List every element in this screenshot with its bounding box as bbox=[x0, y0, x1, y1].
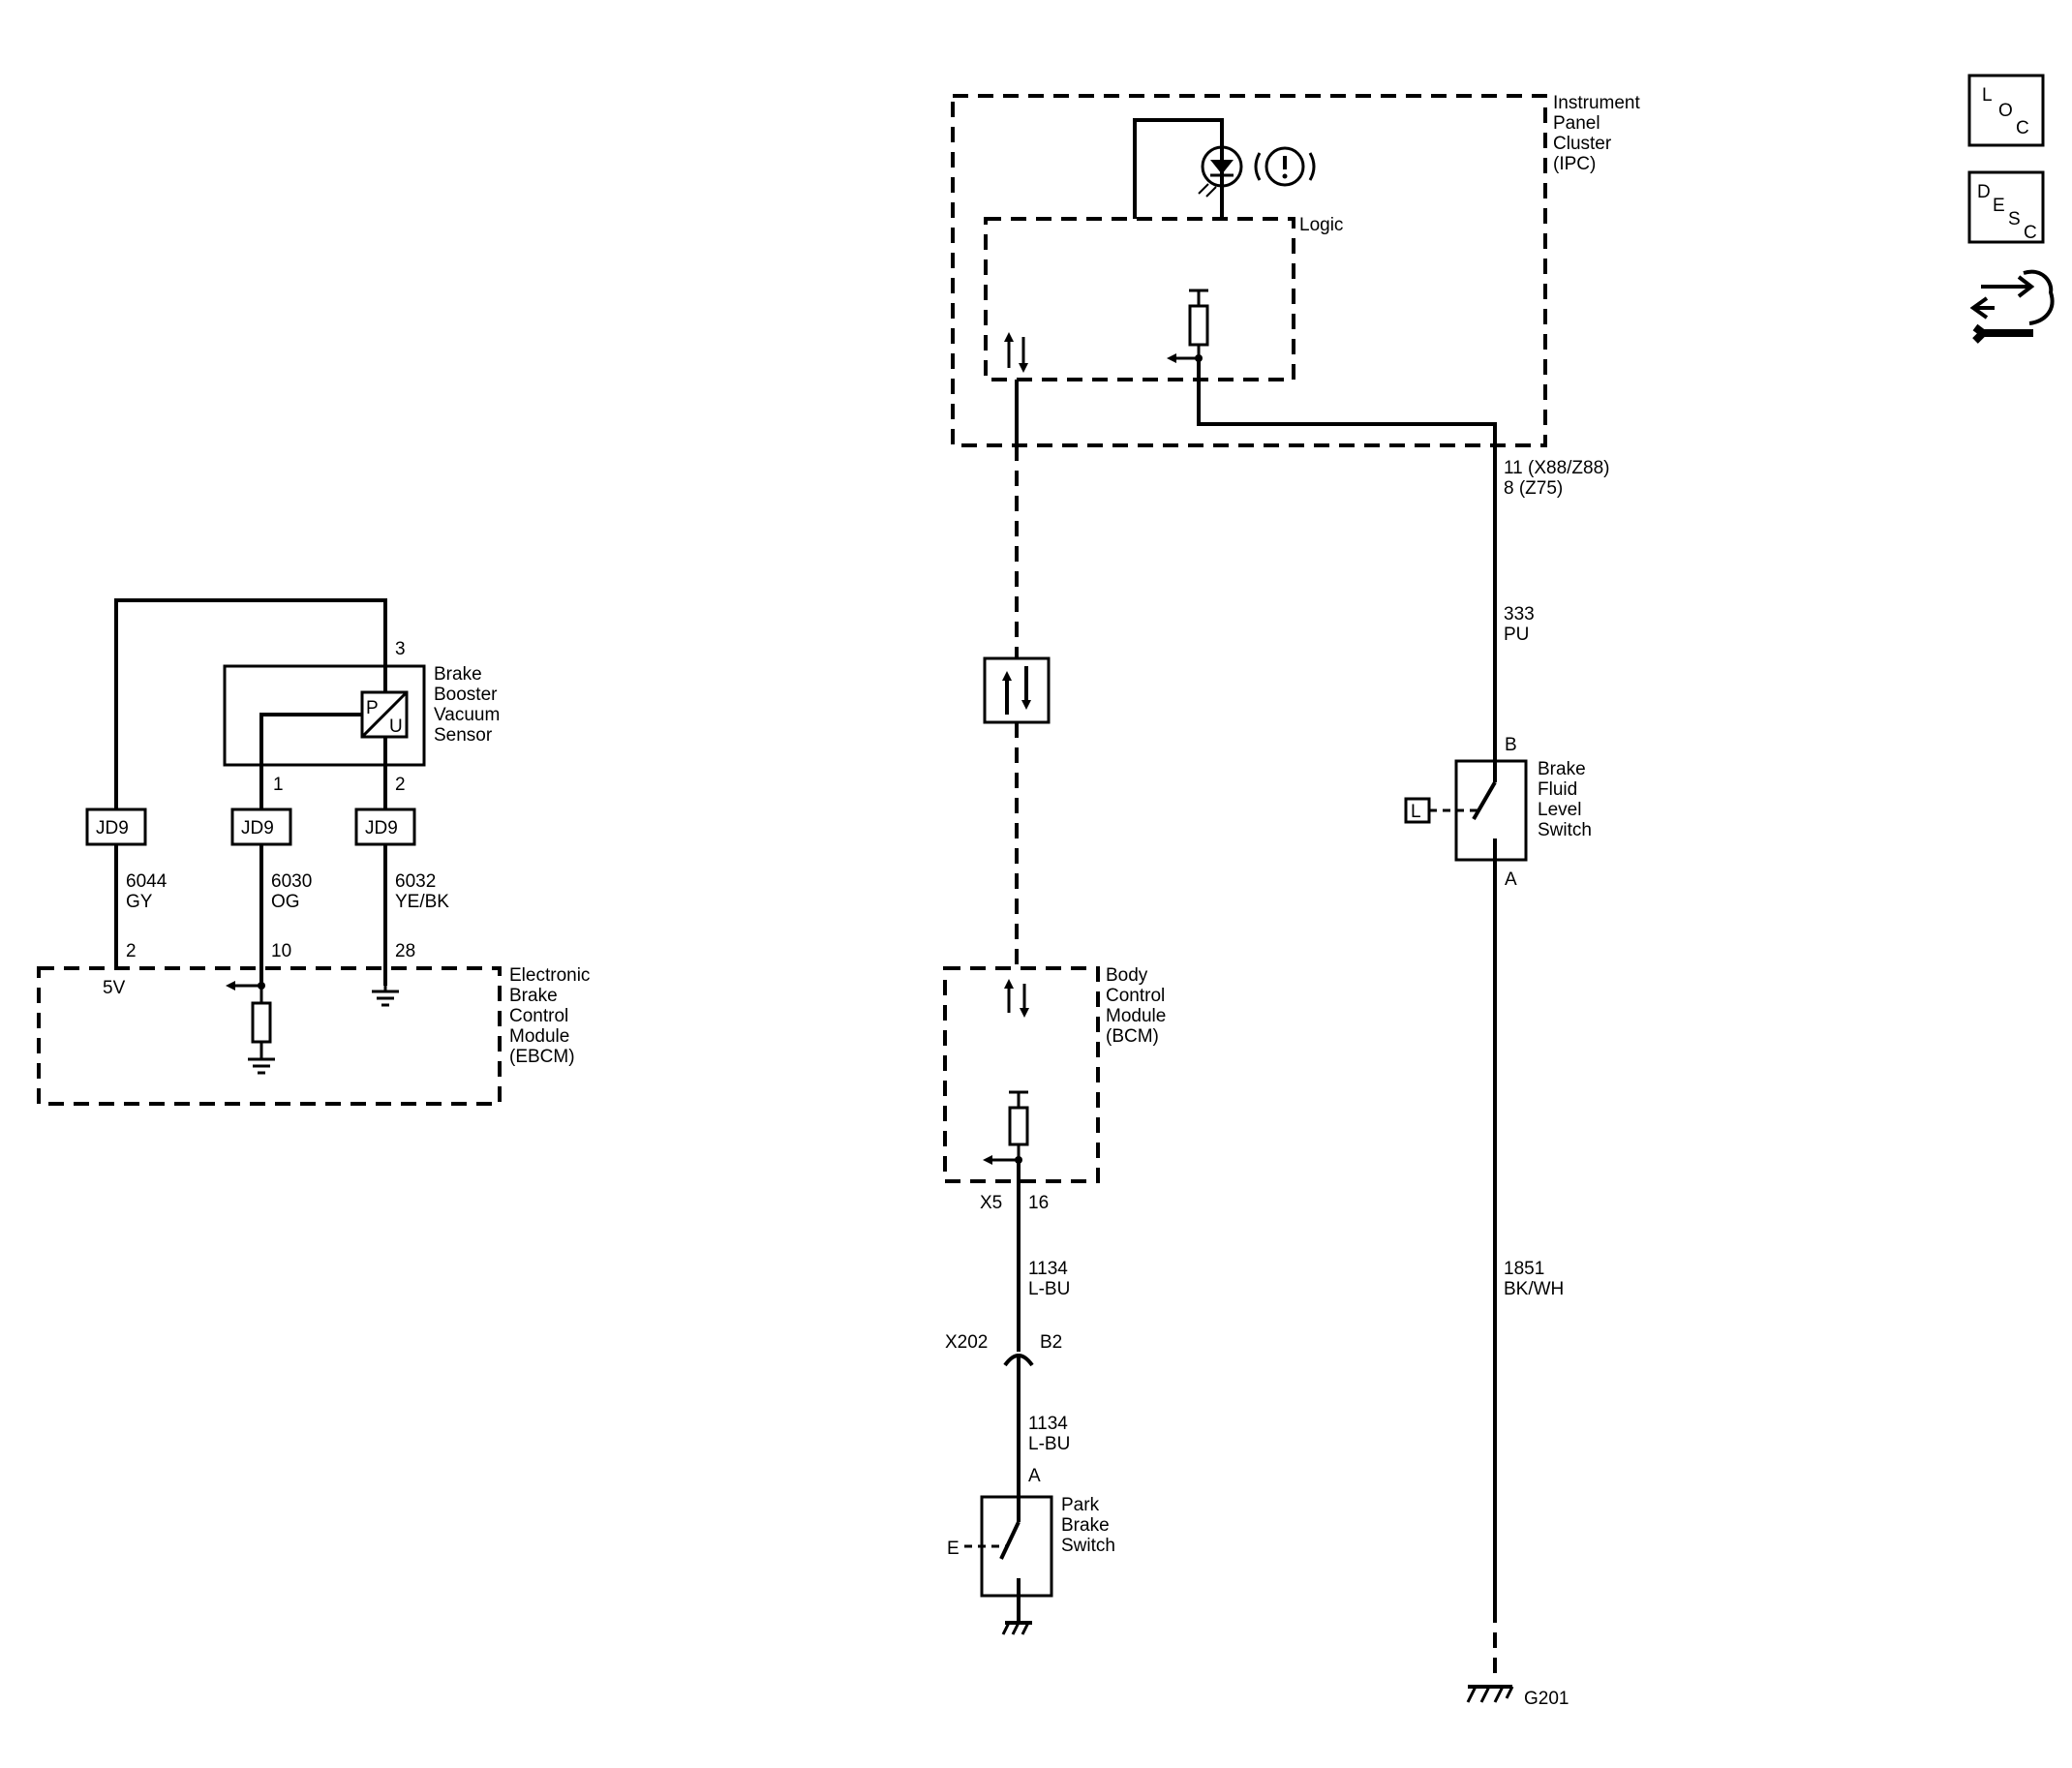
ipc-input-resistor-icon bbox=[1167, 289, 1209, 363]
wire-6030 bbox=[259, 713, 362, 809]
wire-333 bbox=[1197, 358, 1497, 761]
wire-1851-color: BK/WH bbox=[1504, 1279, 1564, 1299]
ebcm-pin-10: 10 bbox=[271, 941, 291, 961]
connector-wrench-icon[interactable] bbox=[1969, 269, 2055, 344]
svg-text:Module: Module bbox=[1106, 1006, 1166, 1026]
svg-text:Instrument: Instrument bbox=[1553, 93, 1640, 113]
wire-1134-upper-color: L-BU bbox=[1028, 1279, 1070, 1299]
svg-text:3: 3 bbox=[395, 639, 406, 659]
svg-text:Booster: Booster bbox=[434, 685, 498, 705]
serial-data-icon bbox=[983, 656, 1051, 724]
svg-text:2: 2 bbox=[395, 775, 406, 795]
ebcm-input-resistor-icon bbox=[226, 981, 275, 1075]
park-brake-switch: A E Park Brake Switch bbox=[947, 1466, 1115, 1623]
svg-text:C: C bbox=[2024, 223, 2037, 243]
bcm-connector-label: X5 bbox=[980, 1193, 1002, 1213]
svg-text:P: P bbox=[366, 698, 379, 718]
svg-text:JD9: JD9 bbox=[365, 818, 398, 838]
wire-6030-color: OG bbox=[271, 892, 300, 912]
svg-text:Brake: Brake bbox=[509, 986, 558, 1006]
ebcm-ground-icon bbox=[372, 986, 399, 1007]
svg-text:JD9: JD9 bbox=[241, 818, 274, 838]
brake-warning-lamp-icon bbox=[1133, 118, 1316, 219]
svg-text:Vacuum: Vacuum bbox=[434, 705, 500, 725]
svg-text:B: B bbox=[1505, 735, 1517, 755]
wire-333-color: PU bbox=[1504, 625, 1529, 645]
wire-6032-color: YE/BK bbox=[395, 892, 449, 912]
svg-text:Cluster: Cluster bbox=[1553, 134, 1612, 154]
ebcm-pin-2: 2 bbox=[126, 941, 137, 961]
wire-6044-color: GY bbox=[126, 892, 153, 912]
ipc-module: Instrument Panel Cluster (IPC) bbox=[951, 93, 1640, 447]
svg-text:A: A bbox=[1028, 1466, 1041, 1486]
wire-1134-lower-circuit: 1134 bbox=[1028, 1414, 1068, 1434]
svg-text:Module: Module bbox=[509, 1026, 569, 1047]
wire-1134-lower-color: L-BU bbox=[1028, 1434, 1070, 1454]
svg-text:Body: Body bbox=[1106, 965, 1148, 986]
brake-fluid-level-switch: B L Brake Fluid Level Switch A bbox=[1404, 735, 1592, 890]
loc-icon[interactable]: L O C bbox=[1967, 74, 2045, 147]
desc-icon[interactable]: D E S C bbox=[1967, 170, 2045, 244]
svg-text:Control: Control bbox=[1106, 986, 1165, 1006]
level-sensor-icon bbox=[1404, 797, 1431, 824]
wire-6032-circuit: 6032 bbox=[395, 871, 436, 892]
ipc-serial-data-icon bbox=[1004, 332, 1028, 373]
svg-text:E: E bbox=[1993, 196, 2005, 216]
connector-jd9-2: JD9 bbox=[230, 808, 292, 846]
inline-connector-x202-icon: X202 B2 bbox=[945, 1332, 1062, 1375]
wire-6030-circuit: 6030 bbox=[271, 871, 312, 892]
bcm-serial-data-icon bbox=[1004, 979, 1029, 1018]
svg-text:Sensor: Sensor bbox=[434, 725, 493, 746]
svg-text:Level: Level bbox=[1538, 800, 1581, 820]
svg-text:Electronic: Electronic bbox=[509, 965, 590, 986]
svg-text:L: L bbox=[1982, 85, 1993, 106]
ground-g201-icon: G201 bbox=[1466, 1685, 1569, 1709]
svg-text:C: C bbox=[2016, 118, 2029, 138]
bcm-module: Body Control Module (BCM) bbox=[943, 965, 1166, 1183]
svg-text:Logic: Logic bbox=[1299, 215, 1343, 235]
svg-text:Brake: Brake bbox=[1061, 1515, 1110, 1536]
svg-text:Switch: Switch bbox=[1061, 1536, 1115, 1556]
wire-1851-circuit: 1851 bbox=[1504, 1259, 1544, 1279]
svg-text:Control: Control bbox=[509, 1006, 568, 1026]
ground-g201-label: G201 bbox=[1524, 1689, 1569, 1709]
svg-text:(EBCM): (EBCM) bbox=[509, 1047, 575, 1067]
chassis-ground-icon bbox=[1001, 1621, 1032, 1635]
bcm-input-resistor-icon bbox=[983, 1090, 1029, 1165]
svg-text:D: D bbox=[1977, 182, 1991, 202]
svg-text:Park: Park bbox=[1061, 1495, 1100, 1515]
svg-text:L: L bbox=[1411, 802, 1421, 822]
svg-text:O: O bbox=[1998, 101, 2013, 121]
ebcm-5v-label: 5V bbox=[103, 978, 126, 998]
svg-text:U: U bbox=[389, 716, 403, 737]
ipc-pin-label: 11 (X88/Z88) bbox=[1504, 458, 1609, 478]
ebcm-module: Electronic Brake Control Module (EBCM) 5… bbox=[37, 965, 590, 1106]
svg-text:Switch: Switch bbox=[1538, 820, 1592, 840]
svg-text:1: 1 bbox=[273, 775, 284, 795]
connector-jd9-1: JD9 bbox=[85, 808, 147, 846]
bcm-pin-label: 16 bbox=[1028, 1193, 1049, 1213]
brake-booster-vacuum-sensor: P U Brake Booster Vacuum Sensor 3 1 2 bbox=[223, 639, 500, 795]
wire-6044 bbox=[114, 598, 387, 809]
park-brake-actuator-icon: E bbox=[947, 1539, 960, 1559]
svg-text:A: A bbox=[1505, 869, 1517, 890]
svg-text:Brake: Brake bbox=[1538, 759, 1586, 779]
connector-jd9-3: JD9 bbox=[354, 808, 416, 846]
svg-text:(IPC): (IPC) bbox=[1553, 154, 1596, 174]
svg-text:B2: B2 bbox=[1040, 1332, 1062, 1353]
svg-text:X202: X202 bbox=[945, 1332, 988, 1353]
svg-text:Fluid: Fluid bbox=[1538, 779, 1577, 800]
svg-text:JD9: JD9 bbox=[96, 818, 129, 838]
wire-6044-circuit: 6044 bbox=[126, 871, 168, 892]
svg-text:S: S bbox=[2008, 209, 2021, 229]
svg-text:Brake: Brake bbox=[434, 664, 482, 685]
ebcm-pin-28: 28 bbox=[395, 941, 415, 961]
svg-text:(BCM): (BCM) bbox=[1106, 1026, 1159, 1047]
wire-1134-upper-circuit: 1134 bbox=[1028, 1259, 1068, 1279]
ipc-pin-label-alt: 8 (Z75) bbox=[1504, 478, 1563, 499]
ipc-logic-block: Logic bbox=[984, 215, 1343, 381]
svg-text:Panel: Panel bbox=[1553, 113, 1600, 134]
wire-333-circuit: 333 bbox=[1504, 604, 1535, 625]
